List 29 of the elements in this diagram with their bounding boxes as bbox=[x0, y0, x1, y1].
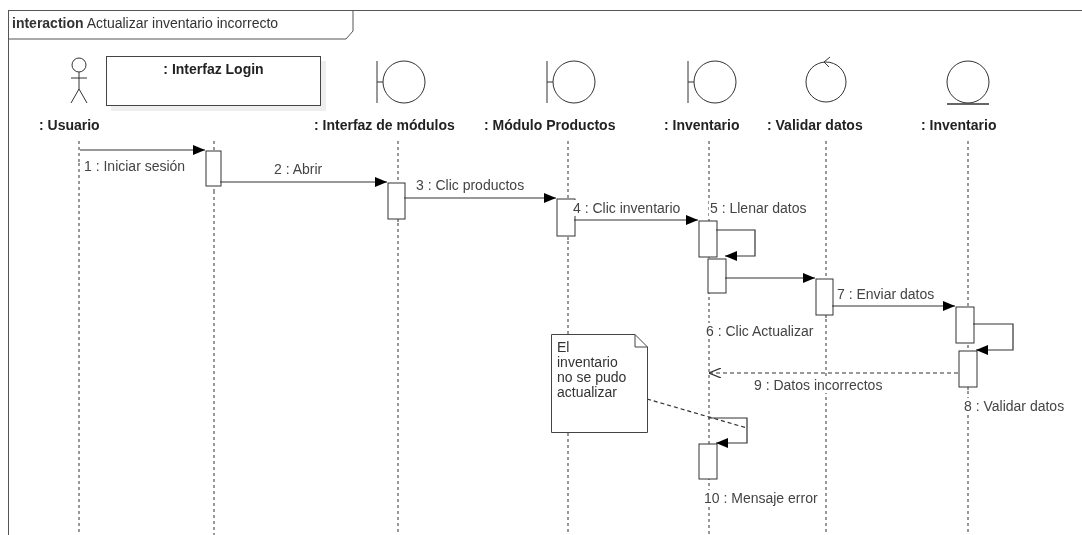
lifeline-label: : Inventario bbox=[664, 117, 740, 133]
message-label: 3 : Clic productos bbox=[415, 177, 526, 193]
message-label: 4 : Clic inventario bbox=[572, 200, 682, 216]
note: El inventario no se pudo actualizar bbox=[551, 334, 648, 433]
message-label: 8 : Validar datos bbox=[963, 398, 1066, 414]
self-message-arrow bbox=[715, 229, 756, 261]
self-message-arrow bbox=[972, 323, 1014, 355]
lifeline-label: : Inventario bbox=[921, 117, 997, 133]
message-arrow bbox=[219, 177, 388, 187]
interaction-frame bbox=[8, 10, 1082, 535]
message-label: 7 : Enviar datos bbox=[836, 286, 936, 302]
message-label: 9 : Datos incorrectos bbox=[753, 377, 884, 393]
message-label: 6 : Clic Actualizar bbox=[705, 323, 815, 339]
self-message-arrow bbox=[707, 417, 748, 448]
lifeline-label: : Validar datos bbox=[767, 117, 863, 133]
message-arrow bbox=[403, 193, 557, 203]
lifeline-label: : Interfaz de módulos bbox=[314, 117, 455, 133]
message-label: 1 : Iniciar sesión bbox=[83, 158, 187, 174]
message-arrow bbox=[573, 215, 699, 225]
message-arrow bbox=[79, 145, 206, 155]
return-message-arrow bbox=[708, 367, 959, 379]
frame-title: interaction Actualizar inventario incorrecto bbox=[12, 15, 279, 31]
lifeline-label: : Usuario bbox=[39, 117, 100, 133]
message-label: 5 : Llenar datos bbox=[709, 200, 808, 216]
lifeline-label: : Módulo Productos bbox=[484, 117, 616, 133]
message-label: 10 : Mensaje error bbox=[703, 490, 819, 506]
message-label: 2 : Abrir bbox=[273, 161, 324, 177]
message-arrow bbox=[831, 301, 956, 311]
message-arrow bbox=[724, 273, 816, 283]
